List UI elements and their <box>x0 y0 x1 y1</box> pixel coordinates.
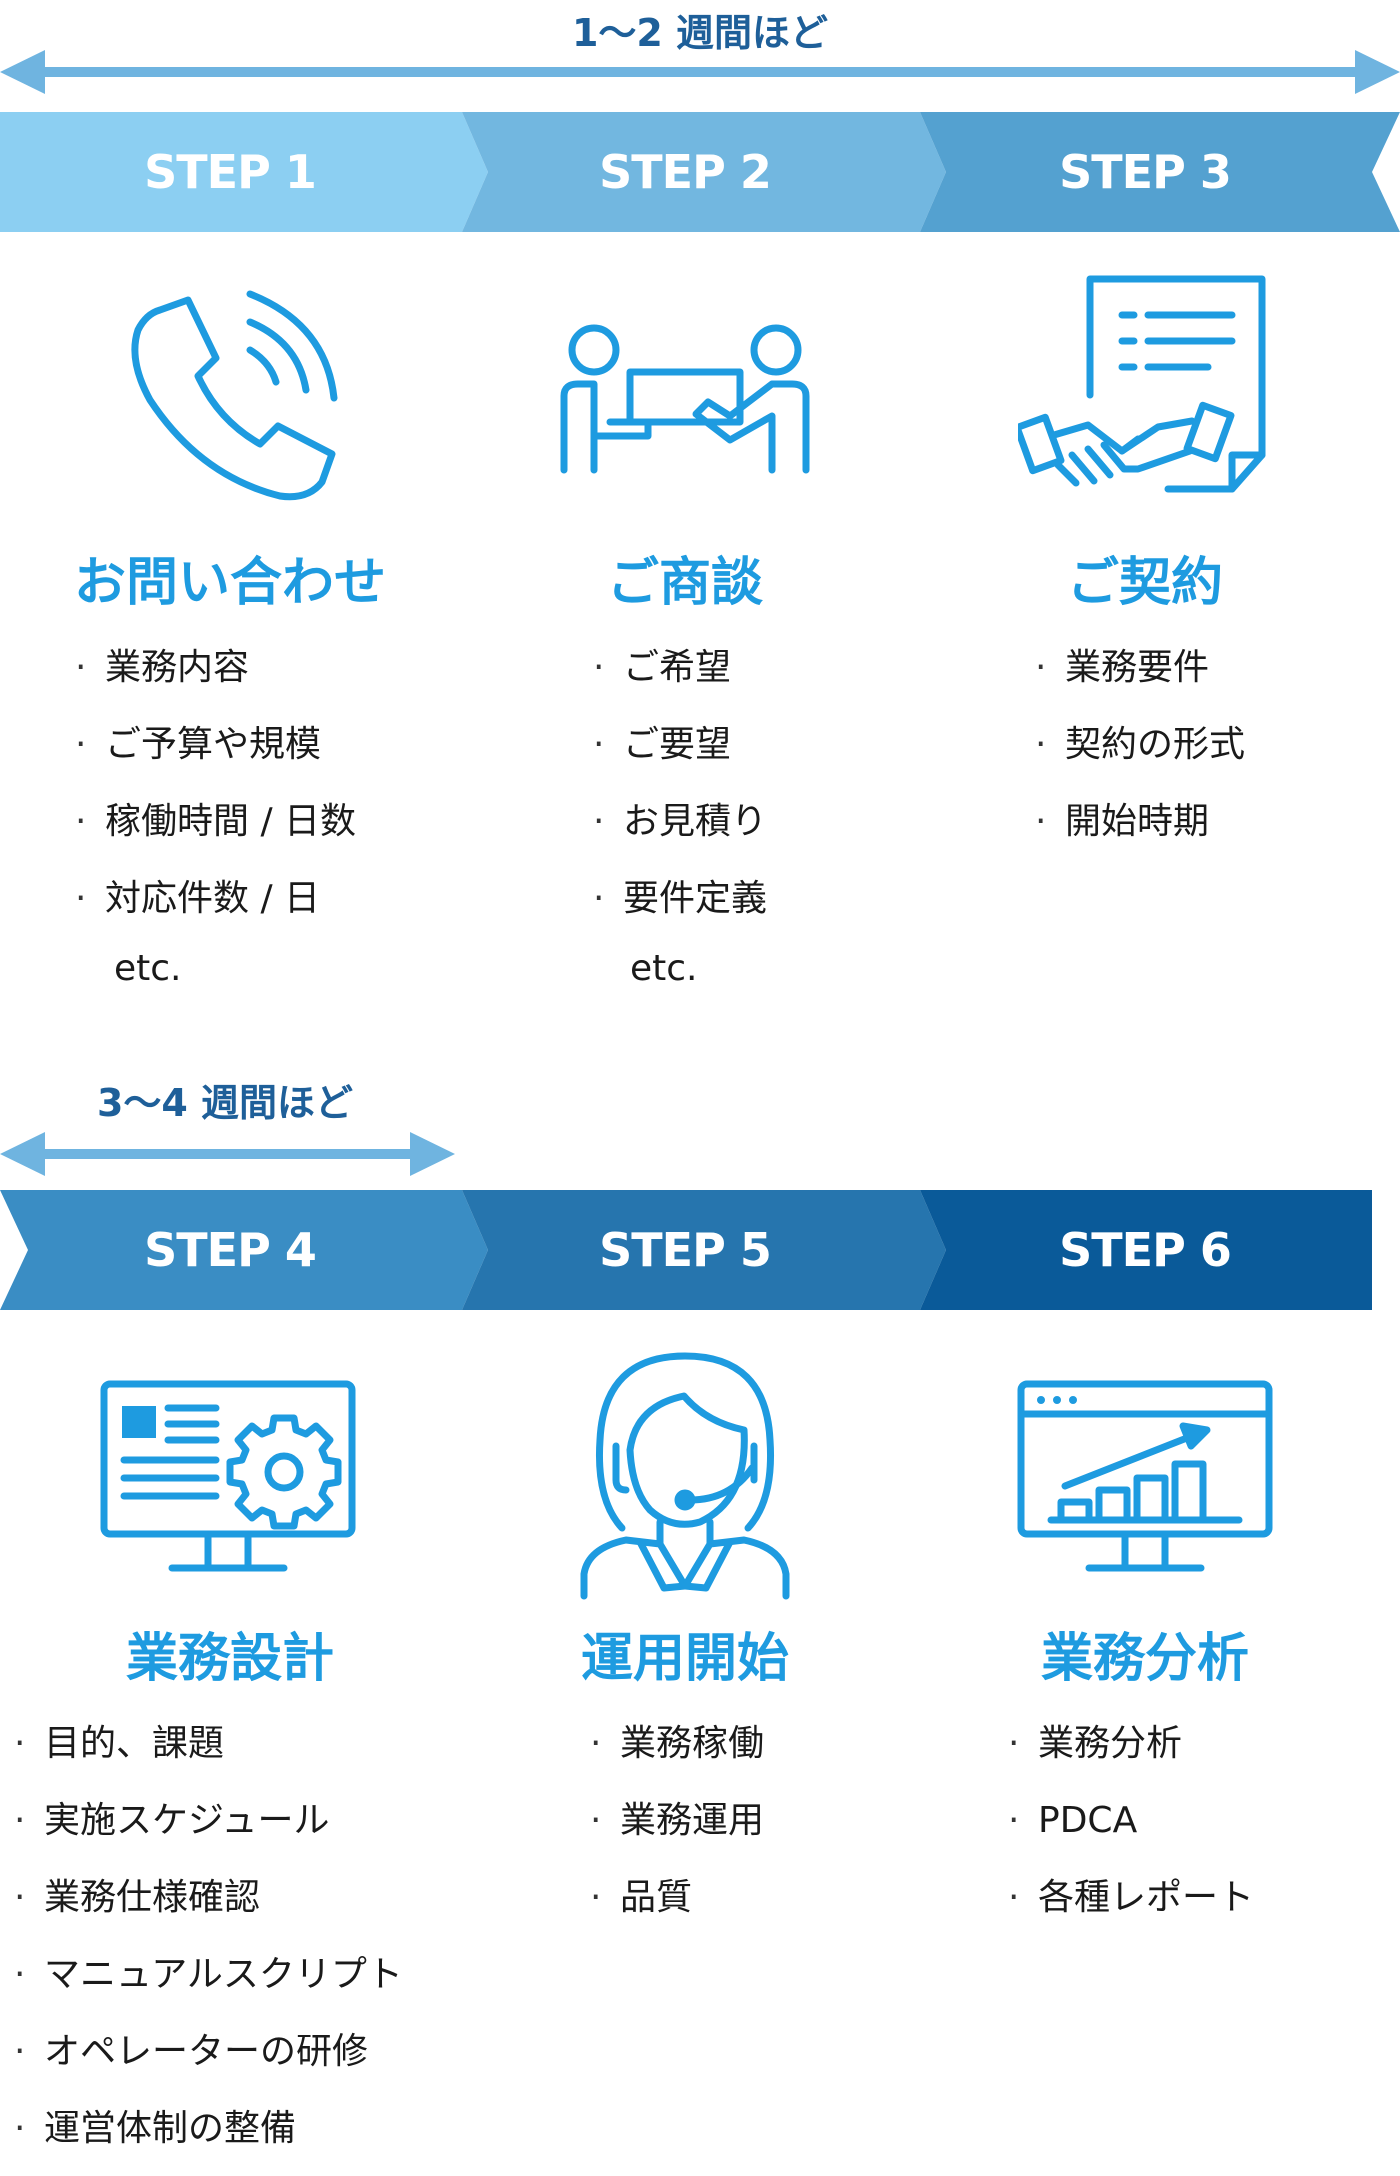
step-6-items: 業務分析 PDCA 各種レポート <box>1008 1714 1254 1945</box>
list-item: 対応件数 / 日 <box>75 869 356 946</box>
list-item: 開始時期 <box>1035 792 1245 869</box>
step-6-title: 業務分析 <box>1040 1629 1249 1689</box>
phone-icon <box>131 290 338 501</box>
operator-headset-icon <box>580 1352 790 1600</box>
step-2-label: STEP 2 <box>599 145 772 199</box>
step-3-items: 業務要件 契約の形式 開始時期 <box>1035 638 1245 869</box>
list-item: オペレーターの研修 <box>14 2022 403 2099</box>
step-4-items: 目的、課題 実施スケジュール 業務仕様確認 マニュアルスクリプト オペレーターの… <box>14 1714 403 2176</box>
list-item: ご予算や規模 <box>75 715 356 792</box>
list-item: 契約の形式 <box>1035 715 1245 792</box>
step-5-title: 運用開始 <box>580 1629 789 1689</box>
step-5-label: STEP 5 <box>599 1223 772 1277</box>
list-item: マニュアルスクリプト <box>14 1945 403 2022</box>
step-3-title: ご契約 <box>1066 553 1223 613</box>
list-item: 業務要件 <box>1035 638 1245 715</box>
duration-arrow-1 <box>0 50 1400 94</box>
list-item: 要件定義 <box>593 869 767 946</box>
step-3-label: STEP 3 <box>1059 145 1232 199</box>
step-2-items: ご希望 ご要望 お見積り 要件定義 <box>593 638 767 946</box>
analytics-chart-icon <box>1017 1380 1273 1572</box>
list-item: 品質 <box>590 1868 764 1945</box>
list-item: 業務分析 <box>1008 1714 1254 1791</box>
step-6-label: STEP 6 <box>1059 1223 1232 1277</box>
list-item: 実施スケジュール <box>14 1791 403 1868</box>
list-item: 業務運用 <box>590 1791 764 1868</box>
list-item: ご希望 <box>593 638 767 715</box>
list-item: 稼働時間 / 日数 <box>75 792 356 869</box>
handshake-contract-icon <box>1018 275 1266 493</box>
monitor-gear-icon <box>100 1380 356 1572</box>
duration-label-1: 1〜2 週間ほど <box>571 11 829 55</box>
step-2-title: ご商談 <box>606 553 763 613</box>
meeting-icon <box>560 324 810 474</box>
list-item: 業務内容 <box>75 638 356 715</box>
step-1-title: お問い合わせ <box>73 553 386 613</box>
step-4-title: 業務設計 <box>125 1629 334 1689</box>
list-item: 各種レポート <box>1008 1868 1254 1945</box>
list-item: PDCA <box>1008 1791 1254 1868</box>
list-item: お見積り <box>593 792 767 869</box>
step-1-items: 業務内容 ご予算や規模 稼働時間 / 日数 対応件数 / 日 <box>75 638 356 946</box>
list-item: 業務仕様確認 <box>14 1868 403 1945</box>
step-4-label: STEP 4 <box>144 1223 317 1277</box>
step-band-top: STEP 1 STEP 2 STEP 3 <box>0 112 1400 232</box>
step-2-note: etc. <box>630 948 698 989</box>
step-band-bottom: STEP 4 STEP 5 STEP 6 <box>0 1190 1400 1310</box>
duration-label-2: 3〜4 週間ほど <box>96 1081 354 1125</box>
step-1-label: STEP 1 <box>144 145 317 199</box>
step-5-items: 業務稼働 業務運用 品質 <box>590 1714 764 1945</box>
list-item: 目的、課題 <box>14 1714 403 1791</box>
list-item: 業務稼働 <box>590 1714 764 1791</box>
duration-arrow-2 <box>0 1132 455 1176</box>
step-1-note: etc. <box>114 948 182 989</box>
list-item: ご要望 <box>593 715 767 792</box>
list-item: 運営体制の整備 <box>14 2099 403 2176</box>
